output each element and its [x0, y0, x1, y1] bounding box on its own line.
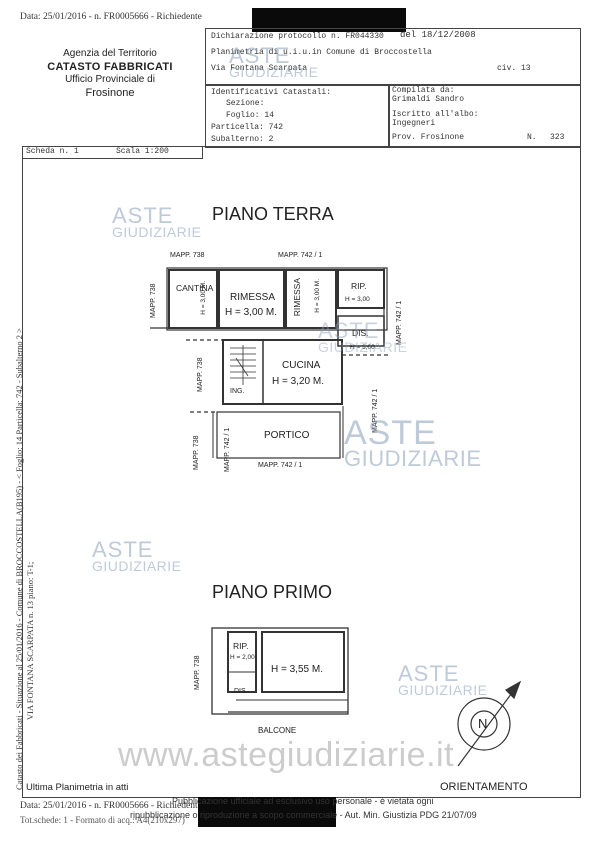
mapp-738-left: MAPP. 738: [150, 283, 157, 318]
room-rimessa-1-label: RIMESSA: [230, 292, 276, 303]
subalterno-label: Subalterno: 2: [211, 135, 274, 144]
room-ing-label: ING.: [230, 388, 245, 395]
address-text: Via Fontana Scarpata: [211, 64, 308, 73]
publication-notice-1: Pubblicazione ufficiale ad esclusivo uso…: [172, 796, 434, 806]
footer-redaction: [198, 797, 336, 827]
iscritto-label: Iscritto all'albo:: [392, 110, 479, 119]
ufficio-label: Ufficio Provinciale di: [65, 74, 155, 86]
north-label: N: [478, 716, 488, 731]
site-url-watermark: www.astegiudiziarie.it: [118, 736, 455, 774]
foglio-label: Foglio: 14: [226, 111, 275, 120]
catasto-title: CATASTO FABBRICATI: [47, 60, 173, 73]
dichiarazione-text: Dichiarazione protocollo n. FR044330: [211, 32, 384, 41]
room-rip-height: H = 3,00: [345, 296, 370, 303]
room-rip-label: RIP.: [351, 281, 367, 291]
room-cucina-label: CUCINA: [282, 360, 321, 371]
mapp-742-low: MAPP. 742 / 1: [224, 427, 231, 472]
planimetria-text: Planimetria di u.i.u.in Comune di Brocco…: [211, 48, 432, 57]
room-dis-height: H = 3,00: [350, 344, 375, 351]
balcone-label: BALCONE: [258, 726, 297, 735]
mapp-742-bottom: MAPP. 742 / 1: [258, 462, 303, 469]
room-rip2-height: H = 2,00: [230, 654, 255, 661]
footer-totale-line: Tot.schede: 1 - Formato di acq.: A4(210x…: [20, 815, 185, 825]
room-portico-label: PORTICO: [264, 430, 310, 441]
compilatore-box: [388, 84, 581, 148]
ultima-planimetria-label: Ultima Planimetria in atti: [26, 782, 129, 793]
mapp-738-top: MAPP. 738: [170, 252, 205, 259]
province-name: Frosinone: [85, 86, 135, 99]
room-cantina-label: CANTINA: [176, 283, 214, 293]
mapp-738-mid: MAPP. 738: [197, 357, 204, 392]
identificativi-label: Identificativi Catastali:: [211, 88, 332, 97]
albo-value: Ingegneri: [392, 119, 436, 128]
footer-request-line: Data: 25/01/2016 - n. FR0005666 - Richie…: [20, 801, 202, 811]
mapp-738-low: MAPP. 738: [193, 435, 200, 470]
header-request-line: Data: 25/01/2016 - n. FR0005666 - Richie…: [20, 12, 202, 22]
particella-label: Particella: 742: [211, 123, 284, 132]
room-rip2-label: RIP.: [233, 641, 249, 651]
publication-notice-2: ripubblicazione o riproduzione a scopo c…: [130, 810, 477, 820]
room-rimessa-1-height: H = 3,00 M.: [225, 307, 277, 318]
civic-number: civ. 13: [497, 64, 531, 73]
dichiarazione-date: del 18/12/2008: [400, 30, 476, 40]
compilata-label: Compilata da:: [392, 86, 455, 95]
scale-label: Scala 1:200: [116, 147, 169, 156]
numero-label: N.: [527, 133, 537, 142]
room-dis2-label: DIS.: [234, 688, 248, 695]
orientamento-label: ORIENTAMENTO: [440, 781, 528, 793]
mapp-742-top: MAPP. 742 / 1: [278, 252, 323, 259]
room-rimessa-2-height: H = 3,00 M.: [314, 279, 321, 313]
compilatore-name: Grimaldi Sandro: [392, 95, 465, 104]
room-rimessa-2-label: RIMESSA: [292, 278, 302, 317]
scheda-box: [22, 146, 203, 159]
compass-icon: [457, 680, 522, 767]
room-dis-label: DIS.: [352, 328, 369, 338]
agency-name: Agenzia del Territorio: [63, 48, 157, 59]
ground-block-upper: [166, 267, 388, 331]
scheda-label: Scheda n. 1: [26, 147, 79, 156]
mapp-738-primo: MAPP. 738: [194, 655, 201, 690]
piano-terra-title: PIANO TERRA: [212, 204, 334, 224]
room-cantina-height: H = 3,00 M.: [200, 281, 207, 315]
province-value: Prov. Frosinone: [392, 133, 465, 142]
room-cucina-height: H = 3,20 M.: [272, 376, 324, 387]
identificativi-box: [205, 84, 390, 148]
form-top-box: [205, 28, 581, 86]
numero-value: 323: [550, 133, 565, 142]
room-355-height: H = 3,55 M.: [271, 664, 323, 675]
agency-block: Agenzia del Territorio CATASTO FABBRICAT…: [20, 48, 200, 101]
piano-primo-title: PIANO PRIMO: [212, 582, 333, 602]
sezione-label: Sezione:: [226, 99, 265, 108]
